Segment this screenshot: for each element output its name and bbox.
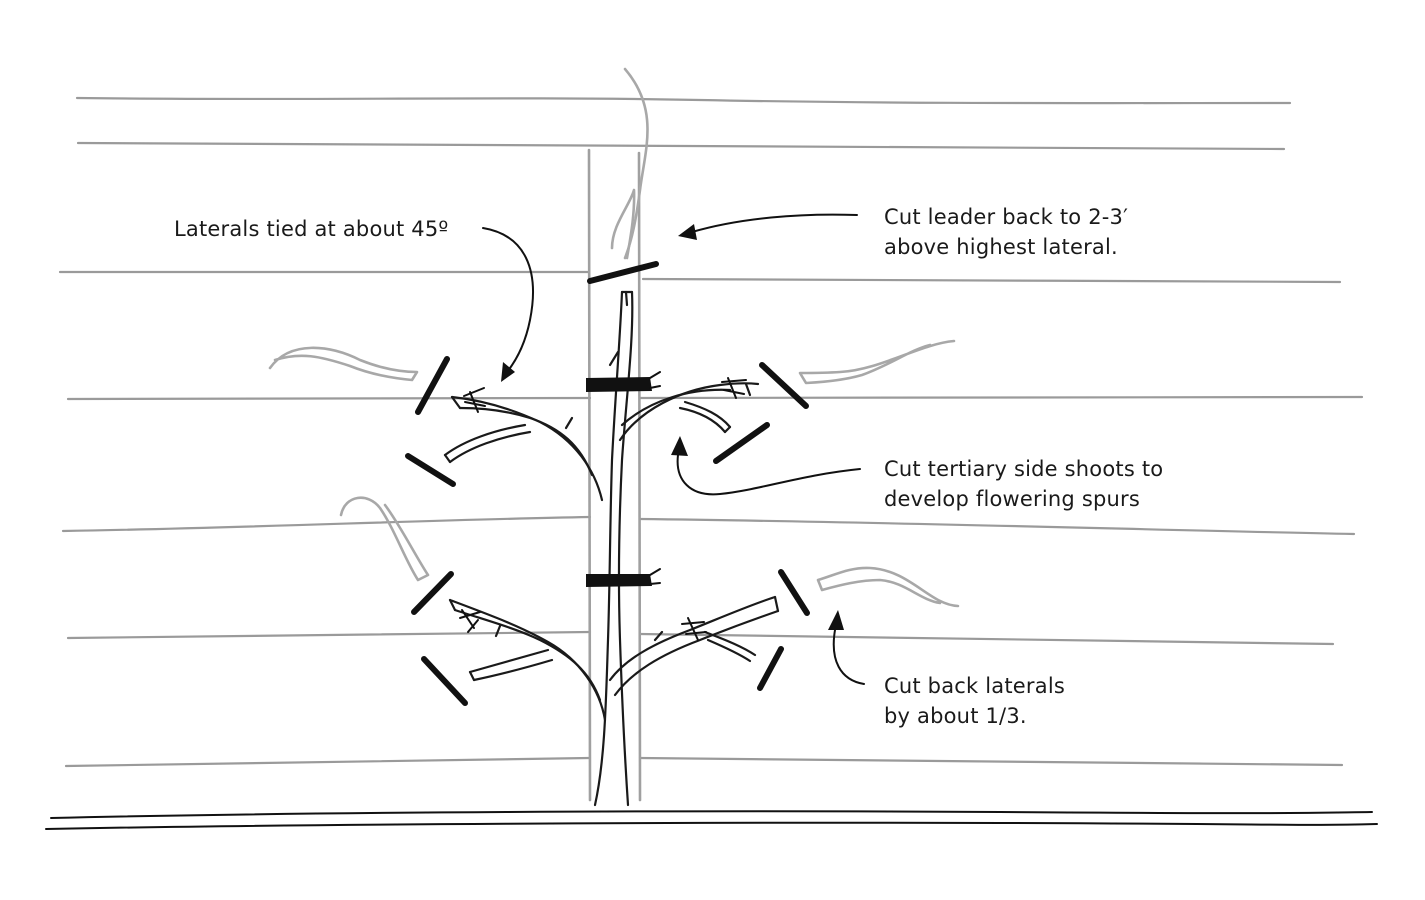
stake-left-edge: [587, 148, 592, 802]
arrow-cut-back-laterals: [832, 629, 865, 685]
label-cut-tertiary-line-1: Cut tertiary side shoots to: [884, 457, 1164, 481]
lateral-ties: [459, 377, 747, 641]
wire-2: [76, 141, 1286, 151]
cut-mark-lower-left-lateral: [411, 571, 454, 615]
cut-mark-lower-right-lateral: [778, 569, 810, 616]
annotation-arrows: [482, 213, 865, 685]
stake-right-edge: [637, 151, 642, 802]
wire-3: [58, 270, 1342, 284]
wire-4: [66, 395, 1364, 401]
label-cut-tertiary-line-2: develop flowering spurs: [884, 487, 1140, 511]
label-laterals-tied: Laterals tied at about 45º: [174, 214, 449, 244]
cut-mark-lower-left-side-shoot: [421, 656, 468, 706]
label-cut-tertiary: Cut tertiary side shoots to develop flow…: [884, 454, 1163, 514]
cut-mark-upper-left-lateral: [415, 356, 450, 415]
wire-5: [61, 515, 1356, 536]
trunk-right-edge: [617, 290, 634, 807]
trellis-wires: [58, 96, 1364, 768]
label-cut-leader-line-1: Cut leader back to 2-3′: [884, 205, 1129, 229]
tie-upper: [586, 377, 652, 392]
pruned-tip-lower-left: [339, 496, 430, 582]
label-laterals-tied-line-1: Laterals tied at about 45º: [174, 217, 449, 241]
pruned-tip-lower-right: [816, 566, 960, 608]
tree-trunk: [593, 290, 634, 807]
label-cut-back-laterals-line-1: Cut back laterals: [884, 674, 1065, 698]
wire-6: [66, 630, 1335, 646]
pruned-tip-upper-left: [268, 346, 419, 382]
cut-marks: [405, 261, 810, 706]
pruned-tip-upper-right: [798, 339, 956, 385]
stake-ties: [586, 371, 661, 587]
pruned-leader-tip: [610, 67, 649, 260]
upper-left-lateral: [443, 395, 604, 502]
ground-line: [45, 810, 1378, 830]
trunk-left-edge: [593, 290, 624, 807]
tie-lower: [586, 574, 652, 587]
cut-mark-upper-left-side-shoot: [405, 453, 456, 487]
cut-mark-leader: [587, 261, 659, 284]
cut-mark-upper-right-lateral: [759, 362, 809, 409]
support-stake: [587, 148, 642, 802]
arrow-cut-leader: [691, 213, 858, 233]
wire-7: [64, 756, 1344, 768]
pruned-lateral-tips: [268, 339, 960, 608]
label-cut-leader-line-2: above highest lateral.: [884, 235, 1118, 259]
wire-1: [75, 96, 1292, 105]
lower-right-lateral: [608, 595, 780, 697]
label-cut-back-laterals-line-2: by about 1/3.: [884, 704, 1027, 728]
arrow-cut-tertiary: [676, 454, 861, 496]
label-cut-leader: Cut leader back to 2-3′ above highest la…: [884, 202, 1128, 262]
arrow-laterals-tied: [482, 227, 534, 373]
label-cut-back-laterals: Cut back laterals by about 1/3.: [884, 671, 1065, 731]
cut-mark-lower-right-side-shoot: [757, 646, 784, 691]
upper-right-lateral: [618, 382, 760, 442]
lower-left-lateral: [448, 598, 607, 722]
cut-mark-upper-right-side-shoot: [713, 422, 770, 464]
